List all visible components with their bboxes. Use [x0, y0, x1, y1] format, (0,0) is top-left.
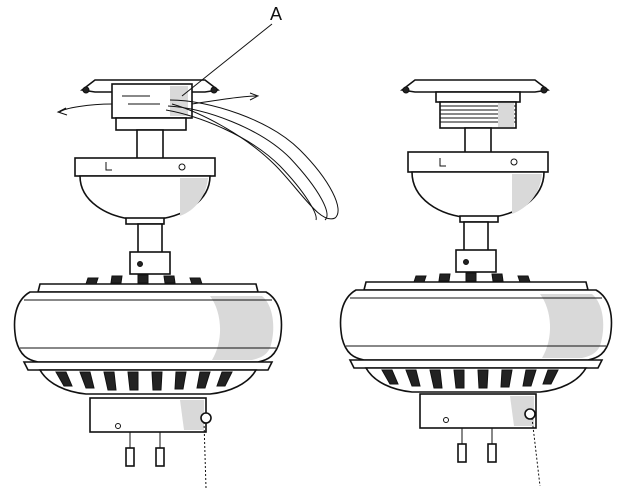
right-downrod-upper	[464, 127, 492, 155]
left-downrod-upper	[136, 129, 164, 161]
wire-loop	[165, 99, 339, 221]
left-downrod-lower	[129, 223, 171, 275]
right-pull-chain	[531, 417, 541, 487]
left-switch-housing	[89, 397, 212, 433]
left-motor-housing	[13, 274, 283, 395]
right-switch-housing	[419, 393, 537, 429]
right-motor-housing	[339, 272, 613, 393]
right-threaded-coupler	[439, 101, 517, 129]
right-fan-assembly	[339, 79, 613, 487]
rotate-arrow-left	[56, 103, 113, 116]
left-fan-assembly: A	[13, 4, 339, 489]
right-mounting-bracket	[400, 79, 550, 103]
left-mounting-bracket	[80, 79, 220, 131]
right-downrod-lower	[455, 221, 497, 273]
left-canopy	[74, 157, 216, 225]
right-canopy	[407, 151, 549, 223]
left-pull-chain	[203, 421, 207, 489]
rotate-arrow-right	[191, 92, 260, 105]
right-wire-leads	[457, 428, 497, 463]
callout-label: A	[270, 4, 282, 24]
callout-a: A	[181, 4, 282, 97]
left-wire-leads	[125, 432, 165, 467]
